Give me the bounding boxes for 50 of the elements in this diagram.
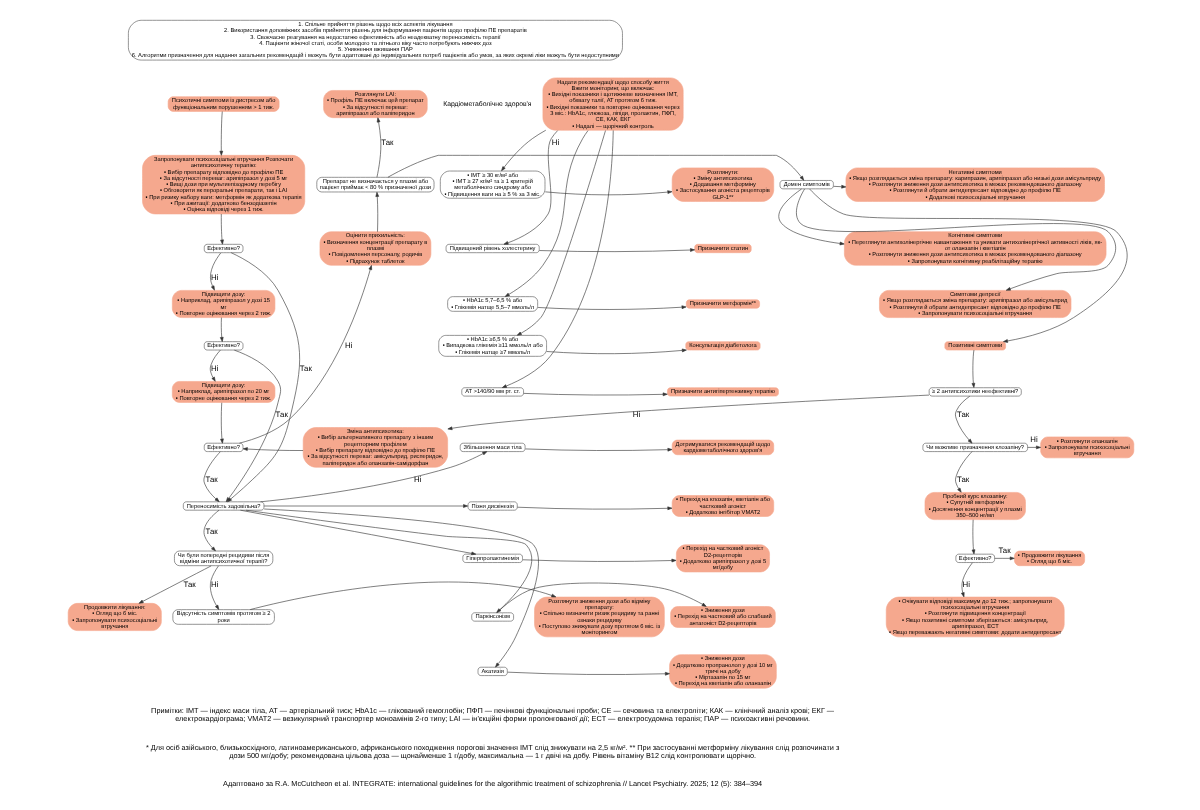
arrow	[501, 130, 613, 388]
arrow	[209, 252, 221, 291]
arrow	[219, 402, 223, 444]
arrow	[993, 556, 1014, 561]
arrow	[1026, 445, 1040, 450]
arrow	[386, 155, 804, 181]
arrow	[226, 252, 299, 503]
arrow	[374, 192, 379, 233]
arrow	[832, 184, 846, 189]
arrow	[506, 671, 669, 676]
arrow	[954, 395, 972, 444]
arrow	[500, 129, 546, 172]
arrow	[208, 349, 220, 382]
arrow	[238, 265, 372, 444]
arrow	[795, 188, 1115, 291]
arrow	[970, 349, 975, 388]
arrow	[808, 188, 1127, 343]
arrow	[545, 348, 686, 354]
arrow	[446, 394, 929, 431]
arrow	[503, 130, 588, 297]
arrow	[538, 248, 694, 252]
arrow	[218, 111, 223, 156]
arrow	[495, 582, 706, 613]
arrow	[536, 305, 686, 310]
arrow	[244, 509, 532, 613]
arrow	[239, 509, 476, 556]
arrow	[262, 508, 538, 668]
arrow	[970, 519, 975, 555]
arrow	[516, 506, 672, 511]
arrow	[241, 447, 303, 451]
arrow	[219, 213, 223, 245]
arrow	[137, 565, 211, 604]
arrow	[502, 130, 557, 245]
arrow	[202, 509, 219, 552]
arrow	[375, 117, 381, 178]
arrow	[248, 581, 556, 610]
arrow	[259, 451, 487, 503]
arrow	[209, 565, 219, 610]
arrow	[262, 504, 467, 508]
arrow	[777, 188, 844, 246]
arrow	[954, 451, 972, 493]
arrow	[521, 558, 676, 563]
arrow	[224, 349, 280, 502]
arrow	[522, 392, 667, 397]
arrow	[524, 447, 672, 452]
arrow	[960, 562, 972, 598]
arrow	[543, 190, 672, 196]
arrow	[202, 451, 220, 502]
arrow	[515, 130, 605, 336]
arrow	[219, 317, 223, 342]
